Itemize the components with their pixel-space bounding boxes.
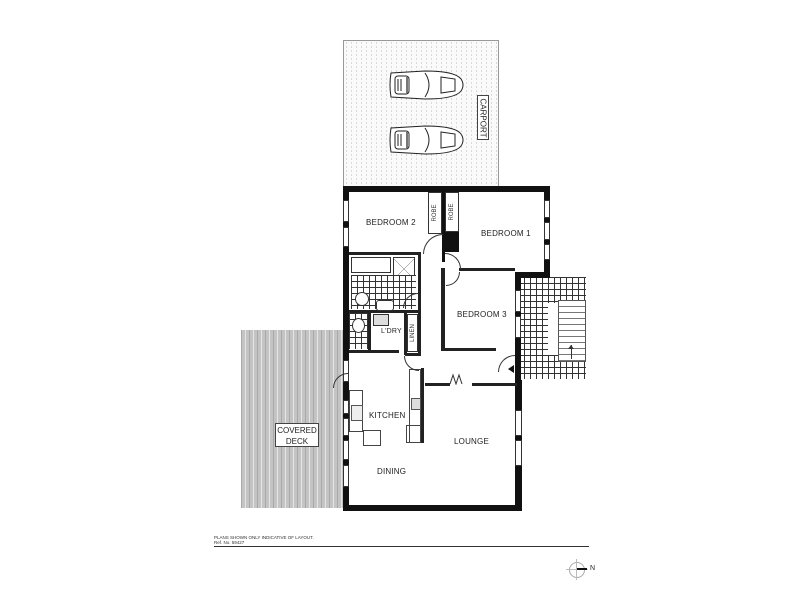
- covered-deck-text-1: COVERED: [277, 426, 317, 435]
- door[interactable]: [446, 272, 460, 286]
- wall: [421, 368, 424, 443]
- vanity-basin: [376, 300, 394, 311]
- bedroom2-label: BEDROOM 2: [366, 218, 416, 227]
- wall: [343, 186, 349, 511]
- wall: [343, 505, 522, 511]
- laundry-tub: [373, 314, 389, 326]
- car-icon: [389, 125, 464, 155]
- wall: [418, 313, 421, 355]
- disclaimer-text: PLANS SHOWN ONLY INDICATIVE OF LAYOUT.: [214, 535, 314, 540]
- compass-crosshair: [576, 559, 577, 580]
- wall: [445, 232, 459, 252]
- wall: [442, 192, 445, 262]
- bathtub: [351, 257, 391, 273]
- wall: [349, 310, 421, 313]
- window: [343, 440, 349, 460]
- cooktop-icon: [411, 398, 421, 410]
- wall: [459, 268, 515, 271]
- window: [544, 200, 550, 218]
- bedroom3-label: BEDROOM 3: [457, 310, 507, 319]
- toilet: [352, 318, 365, 333]
- covered-deck-area: [241, 330, 345, 508]
- wall: [368, 310, 371, 352]
- laundry-label: L'DRY: [381, 328, 402, 335]
- compass-needle: [577, 568, 587, 570]
- window: [343, 465, 349, 487]
- window: [343, 400, 349, 414]
- kitchen-label: KITCHEN: [369, 411, 406, 420]
- robe-bedroom2: ROBE: [428, 192, 442, 234]
- window: [343, 418, 349, 436]
- window: [343, 200, 349, 222]
- robe-bedroom1: ROBE: [445, 192, 459, 232]
- kitchen-bench: [406, 425, 421, 443]
- robe-text: ROBE: [449, 203, 455, 221]
- robe-text: ROBE: [432, 204, 438, 222]
- step-arrow: [571, 345, 572, 359]
- window: [544, 244, 550, 260]
- bedroom1-label: BEDROOM 1: [481, 229, 531, 238]
- step-arrow-head: [568, 345, 574, 349]
- reference-number: Ref. No. 59427: [214, 540, 245, 545]
- window: [515, 290, 521, 312]
- entry-landing: [518, 277, 548, 379]
- entry-arrow-icon: [508, 365, 514, 373]
- window: [515, 440, 522, 466]
- door[interactable]: [404, 356, 419, 371]
- lounge-label: LOUNGE: [454, 437, 489, 446]
- linen-cupboard: LINEN: [407, 314, 418, 352]
- bifold-door-icon[interactable]: [449, 373, 463, 385]
- entry-steps: [558, 300, 586, 362]
- wall: [418, 255, 421, 310]
- window: [515, 410, 522, 436]
- wall: [349, 252, 421, 255]
- wall: [349, 350, 399, 353]
- sink-icon: [351, 405, 363, 421]
- covered-deck-text-2: DECK: [285, 437, 309, 446]
- compass-icon: [569, 562, 585, 578]
- footer-rule: [214, 546, 589, 547]
- carport-label: CARPORT: [477, 95, 489, 140]
- covered-deck-label: COVERED DECK: [275, 423, 319, 447]
- wall: [404, 313, 407, 355]
- window: [544, 222, 550, 240]
- door[interactable]: [333, 373, 348, 388]
- wall: [472, 383, 517, 386]
- toilet: [355, 292, 369, 306]
- window: [515, 316, 521, 338]
- carport-area: [343, 40, 499, 187]
- window: [343, 227, 349, 247]
- dining-label: DINING: [377, 467, 407, 476]
- kitchen-bench: [363, 430, 381, 446]
- carport-text: CARPORT: [478, 98, 488, 137]
- door[interactable]: [403, 293, 418, 308]
- wall: [425, 383, 450, 386]
- car-icon: [389, 70, 464, 100]
- wall: [515, 272, 550, 278]
- wall: [441, 348, 496, 351]
- door[interactable]: [423, 234, 443, 254]
- wall: [405, 353, 421, 356]
- linen-text: LINEN: [409, 324, 416, 342]
- entry-landing: [548, 277, 586, 303]
- wall: [441, 268, 445, 351]
- door[interactable]: [445, 253, 461, 269]
- wall: [343, 186, 550, 192]
- compass-north-label: N: [590, 565, 596, 572]
